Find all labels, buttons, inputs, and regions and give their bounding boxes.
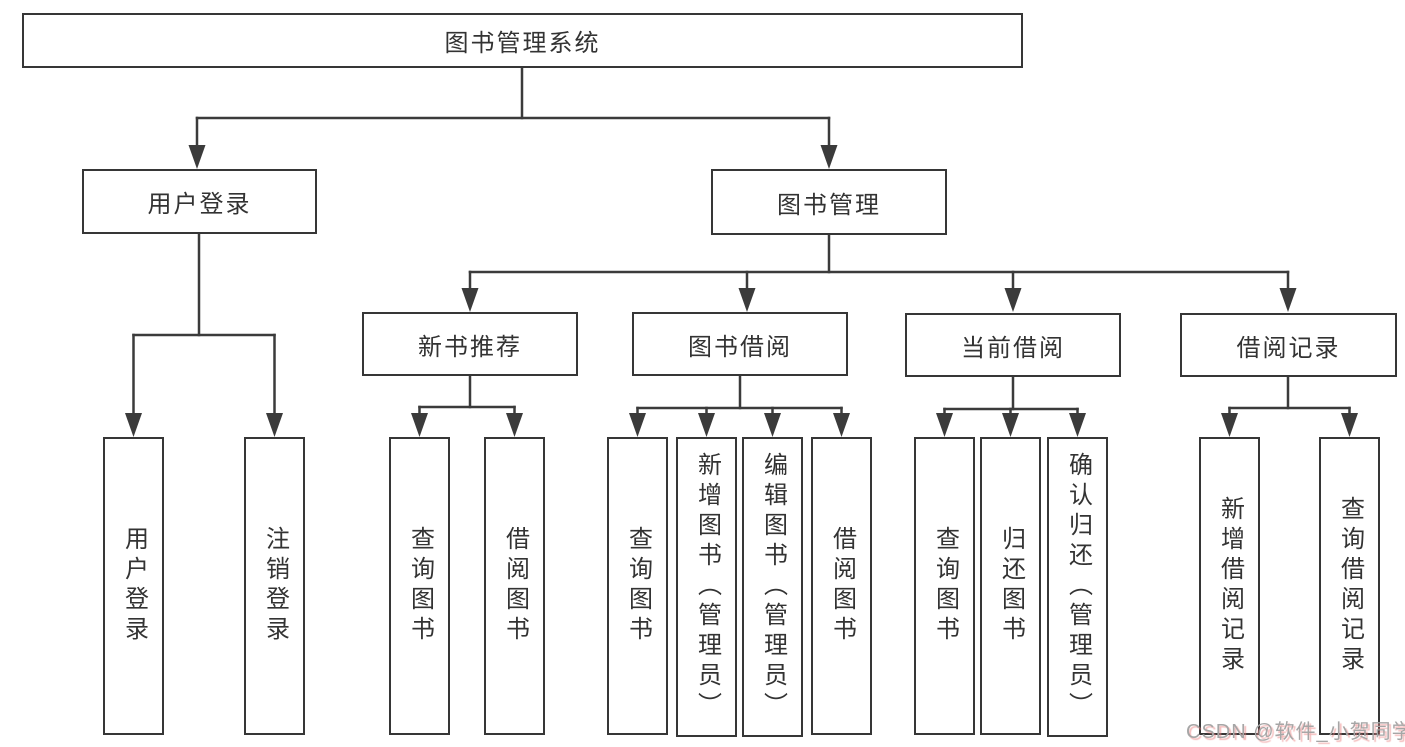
leaf-logout: 注销登录 [244,437,305,735]
leaf-return-book: 归还图书 [980,437,1041,735]
leaf-user-login: 用户登录 [103,437,164,735]
leaf-confirm-return-admin-label: 确认归还（管理员） [1064,452,1092,722]
node-borrowing-records-label: 借阅记录 [1236,334,1341,362]
connector-book-management-to-level3 [461,233,1297,312]
leaf-add-book-admin-label: 新增图书（管理员） [693,452,721,722]
leaf-add-borrow-record-label: 新增借阅记录 [1216,496,1244,676]
node-current-borrowing: 当前借阅 [905,313,1121,377]
leaf-confirm-return-admin: 确认归还（管理员） [1047,437,1108,737]
connector-book-borrowing-to-leaves [629,373,850,437]
root-node: 图书管理系统 [22,13,1023,68]
node-borrowing-records: 借阅记录 [1180,313,1397,377]
leaf-borrow-books-borrowing: 借阅图书 [811,437,872,735]
leaf-edit-book-admin: 编辑图书（管理员） [742,437,803,737]
leaf-query-books-current: 查询图书 [914,437,975,735]
node-book-borrowing: 图书借阅 [632,312,848,376]
node-book-management: 图书管理 [711,169,947,235]
node-user-login: 用户登录 [82,169,317,234]
leaf-query-books-current-label: 查询图书 [931,526,959,646]
node-user-login-label: 用户登录 [147,191,252,218]
node-book-borrowing-label: 图书借阅 [688,333,792,361]
leaf-add-borrow-record: 新增借阅记录 [1199,437,1260,735]
leaf-borrow-books-borrowing-label: 借阅图书 [828,526,856,646]
leaf-logout-label: 注销登录 [261,526,289,646]
leaf-query-borrow-record-label: 查询借阅记录 [1336,496,1364,676]
node-new-book-recommendation-label: 新书推荐 [418,333,522,361]
csdn-watermark: CSDN @软件_小贺同学 [1186,721,1405,743]
connector-borrowing-records-to-leaves [1221,375,1358,437]
connector-root-to-level2 [188,66,838,169]
leaf-query-borrow-record: 查询借阅记录 [1319,437,1380,735]
leaf-query-books-recommend-label: 查询图书 [406,526,434,646]
connector-new-book-to-leaves [411,374,523,437]
leaf-return-book-label: 归还图书 [997,526,1025,646]
node-new-book-recommendation: 新书推荐 [362,312,578,376]
leaf-borrow-books-recommend-label: 借阅图书 [501,526,529,646]
leaf-query-books-borrowing: 查询图书 [607,437,668,735]
leaf-edit-book-admin-label: 编辑图书（管理员） [759,452,787,722]
node-book-management-label: 图书管理 [777,191,881,219]
leaf-add-book-admin: 新增图书（管理员） [676,437,737,737]
leaf-user-login-label: 用户登录 [120,526,148,646]
connector-current-borrowing-to-leaves [936,375,1086,437]
leaf-query-books-recommend: 查询图书 [389,437,450,735]
root-node-label: 图书管理系统 [444,30,601,57]
leaf-query-books-borrowing-label: 查询图书 [624,526,652,646]
connector-user-login-to-leaves [125,232,283,437]
node-current-borrowing-label: 当前借阅 [961,334,1065,362]
leaf-borrow-books-recommend: 借阅图书 [484,437,545,735]
